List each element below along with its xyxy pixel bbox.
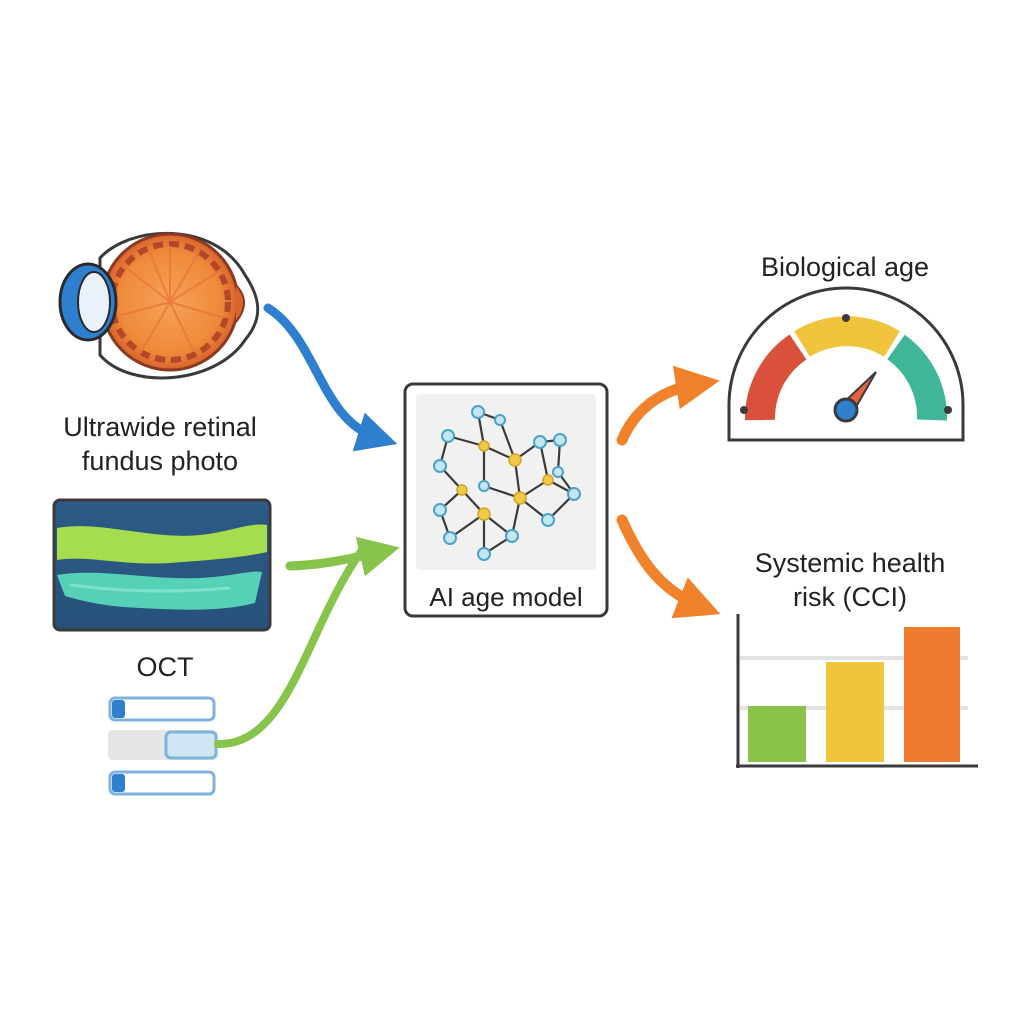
oct-scan-icon [52,498,272,632]
fundus-photo-label-line-2: fundus photo [81,446,239,476]
neural-network-icon [433,405,581,561]
bar-chart-icon [736,614,978,768]
risk-bar [904,627,960,762]
model-to-age-arrow [616,365,720,446]
fundus-photo-label-line-1: Ultrawide retinal [63,412,257,442]
fundus-photo-label: Ultrawide retinal fundus photo [20,410,300,478]
risk-bar [826,662,884,762]
eye-icon [58,232,260,380]
risk-bar [748,706,806,762]
systemic-risk-label-line-1: Systemic health [754,548,946,578]
systemic-risk-label-line-2: risk (CCI) [793,582,907,612]
fundus-to-model-arrow [263,303,398,452]
data-to-model-arrow [214,546,366,749]
model-to-risk-arrow [616,514,721,619]
oct-label: OCT [136,652,194,682]
ai-model-label: AI age model [429,582,583,612]
systemic-risk-label: Systemic health risk (CCI) [715,546,985,614]
oct-to-model-arrow [285,536,400,577]
biological-age-label: Biological age [760,252,930,282]
data-bars-icon [108,696,218,796]
gauge-icon [727,286,965,442]
ai-model-box [403,382,609,618]
